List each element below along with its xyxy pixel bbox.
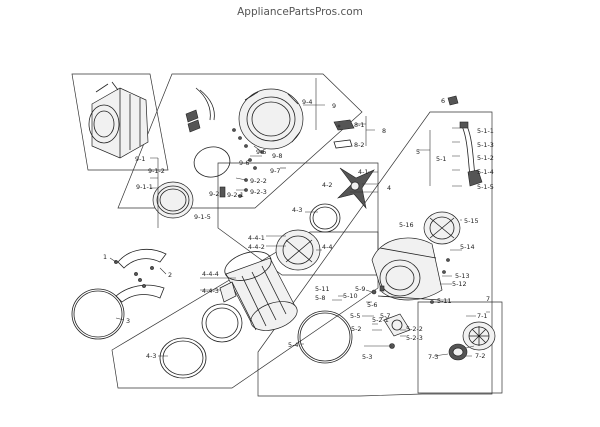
group-5-rear-tub [297,121,483,364]
label-8: 8 [382,127,386,135]
leader-lines [109,78,490,357]
label-9-2-3: 9-2-3 [250,188,267,196]
label-5-1-3: 5-1-3 [477,141,494,149]
label-5-4: 5-4 [288,341,298,349]
label-9-1: 9-1 [135,155,145,163]
reference-drum-assembly [88,81,149,159]
label-4-3-lower: 4-3 [146,352,156,360]
label-9-1-2: 9-1-2 [148,167,165,175]
label-4-4-2: 4-4-2 [248,243,265,251]
label-9-7: 9-7 [270,167,280,175]
label-8-1: 8-1 [354,121,364,129]
label-7-2: 7-2 [475,352,485,360]
label-4-4-3: 4-4-3 [202,287,219,295]
label-5-7: 5-7 [380,312,390,320]
group-7-motor [448,321,496,361]
group-4-4-box [111,231,379,389]
label-8-2: 8-2 [354,141,364,149]
reference-box [71,73,169,171]
group-4-4-drum [159,229,321,379]
label-5-1-4: 5-1-4 [477,168,494,176]
group-5-box [257,111,493,397]
label-5-5: 5-5 [350,312,360,320]
watermark: AppliancePartsPros.com [237,6,363,18]
label-5-13: 5-13 [455,272,470,280]
label-9-2: 9-2 [209,190,219,198]
label-5-15: 5-15 [464,217,479,225]
label-4-4-4: 4-4-4 [202,270,219,278]
label-3: 3 [126,317,130,325]
label-5-2: 5-2 [351,325,361,333]
label-5-11-left: 5-11 [315,285,330,293]
label-9-8: 9-8 [272,152,282,160]
group-4-spider [309,167,375,233]
part-labels: 9 9-4 8 8-1 8-2 9-1 9-1-2 9-1-1 9-1-5 9-… [103,97,494,361]
label-2: 2 [168,271,172,279]
label-5-2-2: 5-2-2 [406,325,423,333]
label-4: 4 [387,184,391,192]
label-5-10: 5-10 [343,292,358,300]
label-4-2: 4-2 [322,181,332,189]
label-6: 6 [441,97,445,105]
label-4-3-upper: 4-3 [292,206,302,214]
label-5-1-5: 5-1-5 [477,183,494,191]
group-7-box [417,301,503,394]
label-4-4-1: 4-4-1 [248,234,265,242]
label-7: 7 [486,295,490,303]
label-9-5: 9-5 [256,148,266,156]
group-9-front-tub [152,87,304,219]
group-8-bracket [333,119,355,149]
label-5-11-right: 5-11 [437,297,452,305]
label-5-9: 5-9 [355,285,365,293]
label-9: 9 [332,102,336,110]
label-4-1: 4-1 [358,168,368,176]
label-4-4: 4-4 [322,243,332,251]
label-5-8: 5-8 [315,294,325,302]
label-5-6: 5-6 [367,301,377,309]
label-5-2-1: 5-2-1 [372,316,389,324]
label-9-4: 9-4 [302,98,312,106]
label-5-1: 5-1 [436,155,446,163]
label-5: 5 [416,148,420,156]
group-boxes [71,73,503,397]
label-9-6: 9-6 [239,159,249,167]
label-5-1-2: 5-1-2 [477,154,494,162]
part-6-clip [447,95,459,106]
label-9-2-2: 9-2-2 [250,177,267,185]
label-1: 1 [103,253,107,261]
label-5-2-3: 5-2-3 [406,334,423,342]
group-clamps-bellows [71,248,167,340]
label-7-3: 7-3 [428,353,438,361]
label-9-1-5: 9-1-5 [194,213,211,221]
group-9-box [117,73,363,209]
label-5-16: 5-16 [399,221,414,229]
label-5-14: 5-14 [460,243,475,251]
label-9-1-1: 9-1-1 [136,183,153,191]
label-9-2-1: 9-2-1 [227,191,244,199]
label-5-12: 5-12 [452,280,467,288]
label-7-1: 7-1 [477,312,487,320]
label-5-1-1: 5-1-1 [477,127,494,135]
group-4-box [217,162,379,276]
label-5-3: 5-3 [362,353,372,361]
